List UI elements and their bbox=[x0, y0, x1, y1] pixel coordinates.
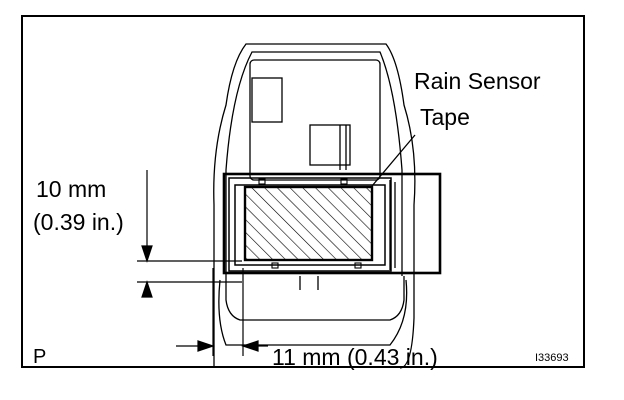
vertical-dimension-in: (0.39 in.) bbox=[33, 209, 124, 235]
horizontal-dimension: 11 mm (0.43 in.) bbox=[272, 344, 438, 370]
stop-lamp bbox=[251, 77, 283, 123]
lower-body bbox=[225, 276, 405, 321]
tape-label: Tape bbox=[420, 104, 470, 130]
vehicle-body-outline bbox=[213, 43, 416, 369]
glass-inner-edge bbox=[234, 184, 386, 266]
rain-sensor-tape bbox=[243, 185, 374, 262]
tape-leader-line bbox=[371, 134, 416, 187]
rear-window-outline bbox=[249, 59, 381, 181]
detail-callout-box bbox=[222, 172, 442, 275]
view-marker: P bbox=[33, 346, 47, 368]
roof-inner-line bbox=[225, 51, 403, 171]
glass-panel bbox=[228, 177, 392, 272]
vertical-dimension-mm: 10 mm bbox=[36, 176, 107, 202]
figure-id: I33693 bbox=[535, 352, 569, 364]
rain-sensor-label: Rain Sensor bbox=[414, 68, 541, 94]
wiper-motor bbox=[309, 124, 351, 166]
